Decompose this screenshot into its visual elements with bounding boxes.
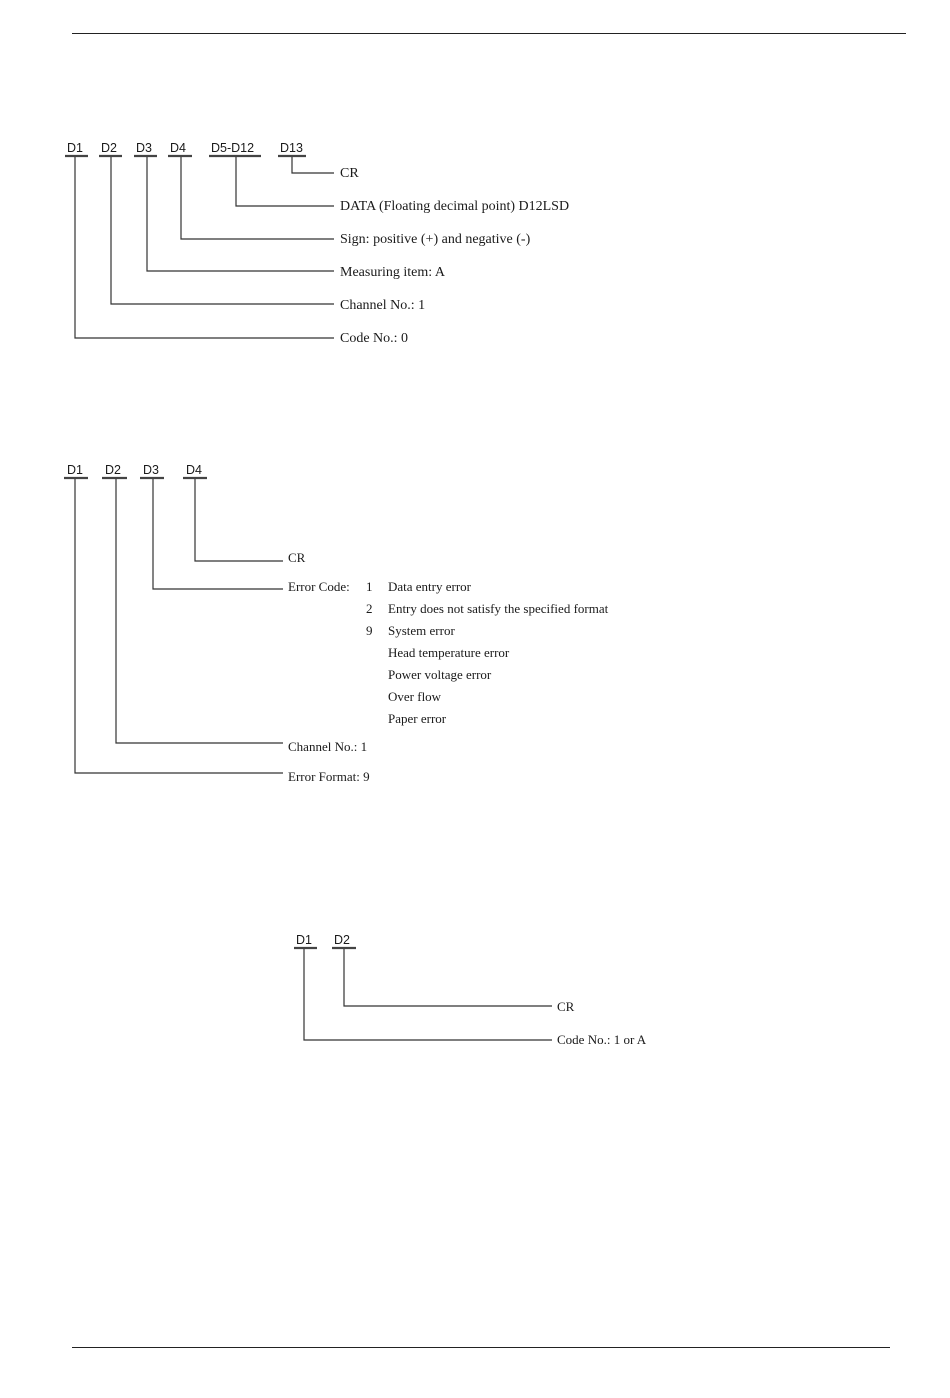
field-d1: D1 xyxy=(67,141,83,155)
field-d13: D13 xyxy=(280,141,303,155)
error-code-text: Head temperature error xyxy=(388,645,510,660)
diagram-code-format: D1 D2 CR Code No.: 1 or A xyxy=(294,933,647,1047)
error-code-text: Over flow xyxy=(388,689,442,704)
diagram-error-format: D1 D2 D3 D4 CR Error Code: 1 Data entry … xyxy=(64,463,609,784)
field-d1: D1 xyxy=(67,463,83,477)
label-measuring-item: Measuring item: A xyxy=(340,265,446,280)
connector-d4-cr xyxy=(194,479,283,562)
connector-d13-cr xyxy=(291,157,334,174)
error-code-text: Paper error xyxy=(388,711,447,726)
top-rule xyxy=(72,33,906,34)
label-error-format: Error Format: 9 xyxy=(288,769,370,784)
field-d3: D3 xyxy=(143,463,159,477)
field-d3: D3 xyxy=(136,141,152,155)
error-code-number: 9 xyxy=(366,623,373,638)
field-d4: D4 xyxy=(186,463,202,477)
field-d1: D1 xyxy=(296,933,312,947)
connector-d3-error-code xyxy=(152,479,283,590)
bottom-rule xyxy=(72,1347,890,1348)
error-code-text: Power voltage error xyxy=(388,667,492,682)
connector-d1-code xyxy=(303,949,552,1041)
connector-d2-channel xyxy=(115,479,283,744)
field-d4: D4 xyxy=(170,141,186,155)
error-code-text: System error xyxy=(388,623,455,638)
label-data: DATA (Floating decimal point) D12LSD xyxy=(340,199,569,214)
label-cr: CR xyxy=(340,166,359,181)
connector-d5-data xyxy=(235,157,334,207)
connector-d3-measuring xyxy=(146,157,334,272)
label-code-no: Code No.: 1 or A xyxy=(557,1032,647,1047)
connector-d1-code xyxy=(74,157,334,339)
connector-d2-channel xyxy=(110,157,334,305)
connector-d1-format xyxy=(74,479,283,774)
error-code-number: 1 xyxy=(366,579,373,594)
connector-d4-sign xyxy=(180,157,334,240)
error-code-text: Entry does not satisfy the specified for… xyxy=(388,601,609,616)
label-error-code: Error Code: xyxy=(288,579,350,594)
field-d2: D2 xyxy=(334,933,350,947)
field-d2: D2 xyxy=(101,141,117,155)
label-cr: CR xyxy=(288,550,306,565)
field-d2: D2 xyxy=(105,463,121,477)
error-code-number: 2 xyxy=(366,601,373,616)
diagram-data-format: D1 D2 D3 D4 D5-D12 D13 CR DATA (Floating… xyxy=(65,141,569,346)
label-channel-no: Channel No.: 1 xyxy=(340,298,425,313)
label-sign: Sign: positive (+) and negative (-) xyxy=(340,232,531,247)
label-cr: CR xyxy=(557,999,575,1014)
field-d5-d12: D5-D12 xyxy=(211,141,254,155)
error-code-text: Data entry error xyxy=(388,579,472,594)
label-channel-no: Channel No.: 1 xyxy=(288,739,367,754)
label-code-no: Code No.: 0 xyxy=(340,331,408,346)
connector-d2-cr xyxy=(343,949,552,1007)
